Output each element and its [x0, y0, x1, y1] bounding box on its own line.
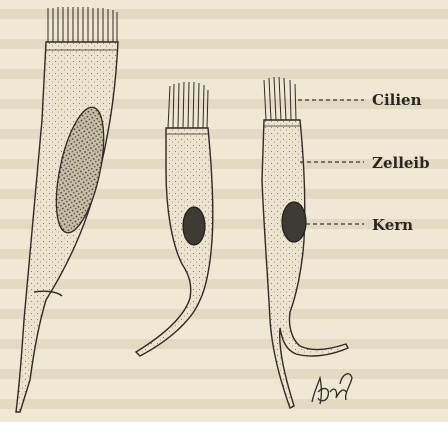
cell-body-label: Zelleib: [372, 154, 430, 172]
nucleus-label: Kern: [372, 216, 413, 234]
right-cell-nucleus-icon: [282, 202, 306, 242]
middle-cell-nucleus-icon: [183, 207, 205, 245]
cilia-label: Cilien: [372, 91, 422, 109]
